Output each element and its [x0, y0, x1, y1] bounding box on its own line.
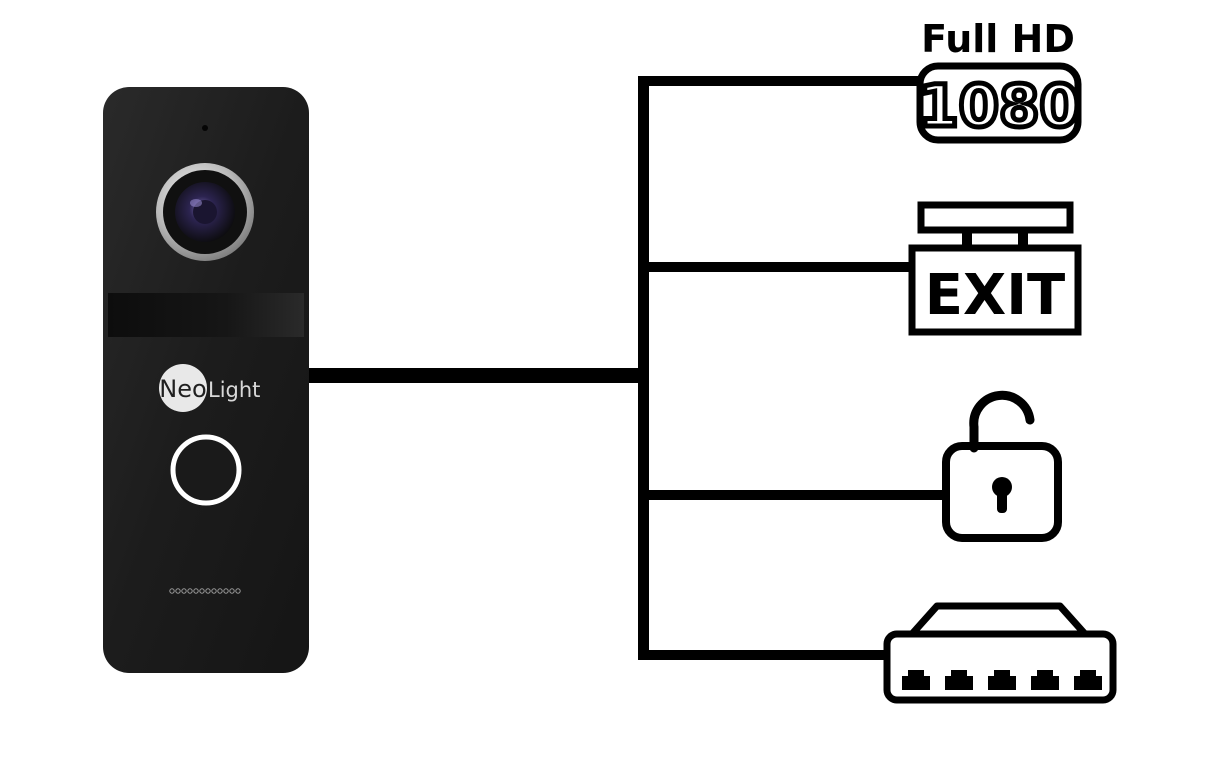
speaker-hole — [199, 588, 205, 594]
brand-logo-primary: Neo — [159, 375, 206, 403]
microphone-hole — [202, 125, 208, 131]
trunk-line — [638, 76, 649, 660]
full-hd-label: Full HD — [921, 17, 1075, 61]
main-cable — [309, 368, 643, 383]
resolution-badge-frame — [916, 62, 1082, 144]
exit-label: EXIT — [925, 263, 1065, 328]
branch-lock — [638, 490, 946, 500]
speaker-hole — [223, 588, 229, 594]
network-port — [988, 670, 1016, 690]
network-port — [1074, 670, 1102, 690]
network-port — [945, 670, 973, 690]
speaker-hole — [169, 588, 175, 594]
resolution-badge-value: 1080 — [918, 72, 1079, 140]
call-button — [170, 434, 242, 506]
brand-logo: Neo Light — [159, 364, 260, 412]
speaker-hole — [175, 588, 181, 594]
speaker-hole — [181, 588, 187, 594]
brand-logo-secondary: Light — [208, 378, 260, 402]
unlocked-padlock-icon — [942, 390, 1062, 542]
ir-sensor-window — [108, 293, 304, 337]
speaker-grille — [169, 588, 241, 594]
speaker-hole — [229, 588, 235, 594]
doorbell-panel: Neo Light — [103, 87, 309, 673]
speaker-hole — [211, 588, 217, 594]
network-switch-icon — [883, 602, 1117, 704]
speaker-hole — [217, 588, 223, 594]
branch-network — [638, 650, 890, 660]
speaker-hole — [193, 588, 199, 594]
connection-lines — [309, 76, 946, 660]
doorbell-body — [103, 87, 309, 673]
exit-sign-icon: EXIT — [908, 201, 1082, 336]
camera-lens — [156, 163, 254, 261]
speaker-hole — [235, 588, 241, 594]
branch-resolution — [638, 76, 923, 86]
network-port — [1031, 670, 1059, 690]
network-ports — [902, 670, 1102, 690]
speaker-hole — [205, 588, 211, 594]
full-hd-1080-icon: Full HD 1080 — [916, 17, 1082, 144]
network-port — [902, 670, 930, 690]
speaker-hole — [187, 588, 193, 594]
branch-exit — [638, 262, 913, 272]
